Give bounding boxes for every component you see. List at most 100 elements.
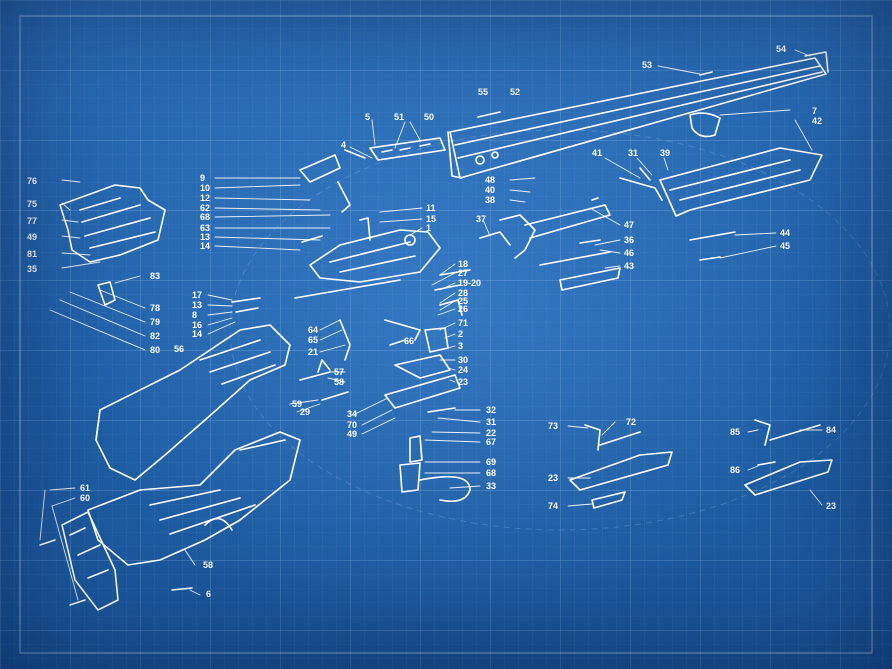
callout-19-20: 19-20 bbox=[458, 278, 481, 288]
safety-pin bbox=[321, 391, 349, 401]
receiver bbox=[231, 154, 441, 313]
callout-23-right-b: 23 bbox=[826, 501, 836, 511]
callout-6: 6 bbox=[206, 589, 211, 599]
part-6 bbox=[171, 587, 193, 591]
callout-14-mid: 14 bbox=[192, 329, 202, 339]
callout-38: 38 bbox=[485, 195, 495, 205]
callout-83: 83 bbox=[150, 271, 160, 281]
callout-52: 52 bbox=[510, 87, 520, 97]
barrel-assembly bbox=[447, 51, 829, 179]
callout-26: 26 bbox=[458, 304, 468, 314]
trigger-group-a bbox=[569, 424, 673, 509]
callout-15: 15 bbox=[426, 214, 436, 224]
butt-pad bbox=[39, 511, 193, 611]
trigger-group-b bbox=[744, 419, 833, 496]
callout-23-right-a: 23 bbox=[548, 473, 558, 483]
callout-85: 85 bbox=[730, 427, 740, 437]
callout-78: 78 bbox=[150, 303, 160, 313]
callout-45: 45 bbox=[780, 241, 790, 251]
callout-2: 2 bbox=[458, 329, 463, 339]
callout-55: 55 bbox=[478, 87, 488, 97]
callout-73: 73 bbox=[548, 421, 558, 431]
callout-40: 40 bbox=[485, 185, 495, 195]
callout-50: 50 bbox=[424, 112, 434, 122]
callout-29: 29 bbox=[300, 407, 310, 417]
callout-24: 24 bbox=[458, 365, 468, 375]
callout-18: 18 bbox=[458, 259, 468, 269]
barrel-hanger bbox=[689, 112, 721, 138]
callout-64: 64 bbox=[308, 325, 318, 335]
callout-14-top: 14 bbox=[200, 241, 210, 251]
callout-77: 77 bbox=[27, 216, 37, 226]
callout-42: 42 bbox=[812, 116, 822, 126]
callout-56: 56 bbox=[174, 344, 184, 354]
callout-4: 4 bbox=[341, 140, 346, 150]
callout-70: 70 bbox=[347, 420, 357, 430]
guide-ellipse bbox=[229, 129, 891, 531]
leader-lines bbox=[39, 49, 823, 601]
callout-72: 72 bbox=[626, 417, 636, 427]
sheet-border bbox=[19, 15, 873, 654]
callout-12: 12 bbox=[200, 193, 210, 203]
callout-32: 32 bbox=[486, 405, 496, 415]
callout-35: 35 bbox=[27, 264, 37, 274]
callout-31-center: 31 bbox=[486, 417, 496, 427]
callout-82: 82 bbox=[150, 331, 160, 341]
center-parts bbox=[299, 197, 736, 503]
callout-5: 5 bbox=[365, 112, 370, 122]
callout-48: 48 bbox=[485, 175, 495, 185]
stock bbox=[95, 324, 291, 481]
callout-13-mid: 13 bbox=[192, 300, 202, 310]
callout-51: 51 bbox=[394, 112, 404, 122]
callout-69: 69 bbox=[486, 457, 496, 467]
callout-81: 81 bbox=[27, 249, 37, 259]
callout-28: 28 bbox=[458, 288, 468, 298]
callout-1: 1 bbox=[426, 223, 431, 233]
callout-71: 71 bbox=[458, 318, 468, 328]
callout-10: 10 bbox=[200, 183, 210, 193]
trigger-plate bbox=[384, 374, 461, 409]
callout-58-mid: 58 bbox=[334, 377, 344, 387]
lever bbox=[299, 154, 341, 183]
callout-67: 67 bbox=[486, 437, 496, 447]
callout-74: 74 bbox=[548, 501, 558, 511]
callout-25: 25 bbox=[458, 296, 468, 306]
callout-44: 44 bbox=[780, 228, 790, 238]
callout-34: 34 bbox=[347, 409, 357, 419]
callout-53: 53 bbox=[642, 60, 652, 70]
callout-63: 63 bbox=[200, 223, 210, 233]
callout-13-top: 13 bbox=[200, 232, 210, 242]
barrel-lug bbox=[475, 155, 485, 165]
callout-22: 22 bbox=[486, 428, 496, 438]
part-55-52 bbox=[477, 111, 501, 118]
callout-3: 3 bbox=[458, 341, 463, 351]
callout-62: 62 bbox=[200, 203, 210, 213]
sear bbox=[394, 354, 451, 379]
butt-stock bbox=[87, 431, 301, 566]
callout-59: 59 bbox=[292, 399, 302, 409]
callout-65: 65 bbox=[308, 335, 318, 345]
callout-80: 80 bbox=[150, 345, 160, 355]
callout-79: 79 bbox=[150, 317, 160, 327]
callout-17: 17 bbox=[192, 290, 202, 300]
callout-68-top: 68 bbox=[200, 212, 210, 222]
callout-27: 27 bbox=[458, 268, 468, 278]
callout-39: 39 bbox=[660, 148, 670, 158]
callout-21: 21 bbox=[308, 347, 318, 357]
callout-31-top: 31 bbox=[628, 148, 638, 158]
callout-75: 75 bbox=[27, 199, 37, 209]
callout-84: 84 bbox=[826, 425, 836, 435]
callout-36: 36 bbox=[624, 235, 634, 245]
callout-61: 61 bbox=[80, 483, 90, 493]
callout-47: 47 bbox=[624, 220, 634, 230]
callout-labels: 54 53 55 52 7 42 5 51 50 4 41 31 39 76 7… bbox=[27, 44, 836, 599]
bead-sight bbox=[699, 71, 713, 76]
callout-37: 37 bbox=[476, 214, 486, 224]
callout-16: 16 bbox=[192, 320, 202, 330]
trigger-guard bbox=[419, 475, 471, 503]
callout-49-center: 49 bbox=[347, 429, 357, 439]
callout-68-center: 68 bbox=[486, 468, 496, 478]
callout-86: 86 bbox=[730, 465, 740, 475]
